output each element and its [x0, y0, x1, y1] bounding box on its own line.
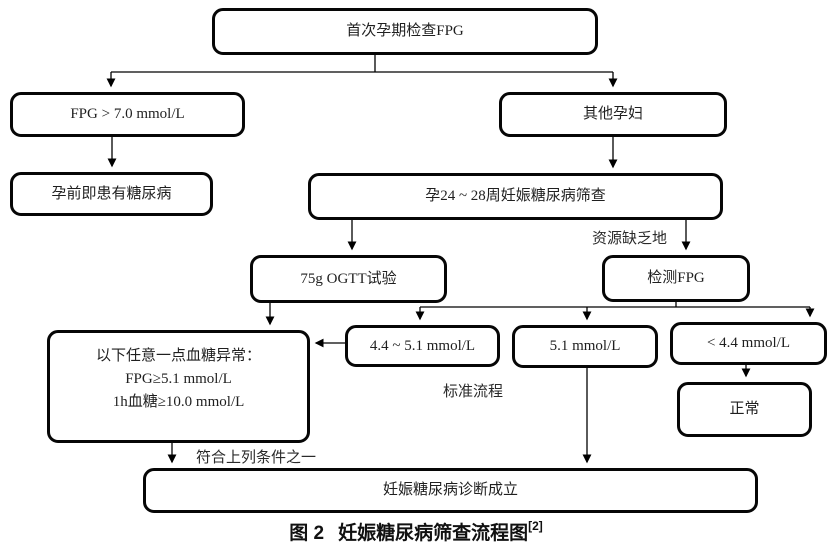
node-first-visit-fpg: 首次孕期检查FPG	[212, 8, 598, 55]
node-any-abnormal-glucose: 以下任意一点血糖异常： FPG≥5.1 mmol/L 1h血糖≥10.0 mmo…	[47, 330, 310, 443]
node-fpg-above-7: FPG > 7.0 mmol/L	[10, 92, 245, 137]
edge-start-split	[111, 55, 613, 73]
figure-title: 妊娠糖尿病筛查流程图	[338, 523, 529, 544]
abnormal-line-1: 以下任意一点血糖异常：	[95, 347, 261, 364]
node-gdm-diagnosis: 妊娠糖尿病诊断成立	[143, 468, 758, 513]
node-range-4-4-to-5-1: 4.4 ~ 5.1 mmol/L	[345, 325, 500, 367]
label-resource-poor-area: 资源缺乏地	[592, 231, 668, 247]
abnormal-line-3: 1h血糖≥10.0 mmol/L	[112, 394, 245, 411]
abnormal-line-2: FPG≥5.1 mmol/L	[125, 370, 232, 387]
node-pregestational-diabetes: 孕前即患有糖尿病	[10, 172, 213, 216]
node-normal: 正常	[677, 382, 812, 437]
figure-caption: 图 2 妊娠糖尿病筛查流程图[2]	[0, 518, 832, 545]
edge-testfpg-bus	[420, 302, 810, 308]
label-standard-process: 标准流程	[443, 384, 504, 400]
node-week-24-28-screening: 孕24 ~ 28周妊娠糖尿病筛查	[308, 173, 723, 220]
node-75g-ogtt: 75g OGTT试验	[250, 255, 447, 303]
node-range-5-1: 5.1 mmol/L	[512, 325, 658, 368]
node-other-pregnant-women: 其他孕妇	[499, 92, 727, 137]
node-test-fpg: 检测FPG	[602, 255, 750, 302]
label-meets-condition: 符合上列条件之一	[196, 450, 317, 466]
figure-reference: [2]	[528, 518, 543, 533]
figure-number: 图 2	[289, 523, 325, 544]
node-range-below-4-4: < 4.4 mmol/L	[670, 322, 827, 365]
